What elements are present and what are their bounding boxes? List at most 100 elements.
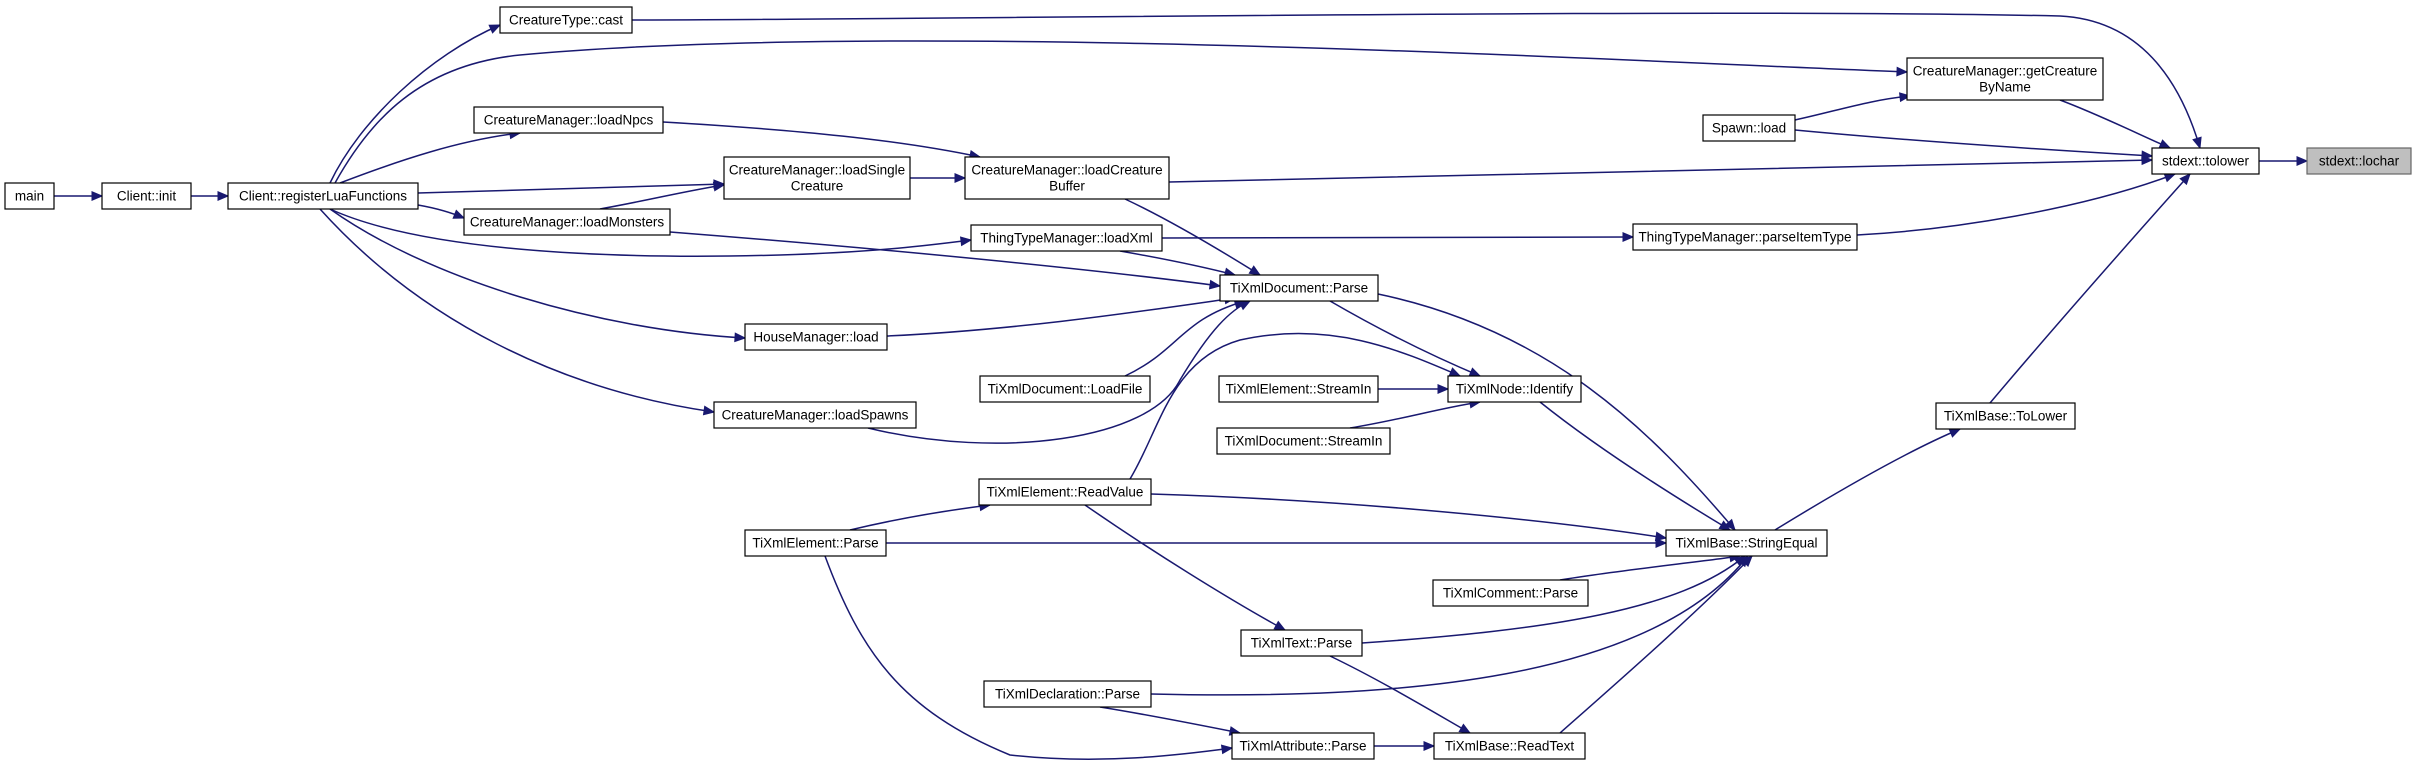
- arrowhead: [1622, 232, 1635, 242]
- edge-Spawn_load-to-CM_getCreatureByName: [1794, 92, 1912, 121]
- node-main[interactable]: main: [4, 182, 55, 210]
- node-label: ByName: [1979, 80, 2031, 95]
- edge-Client_init-to-Client_registerLuaFunctions: [191, 191, 230, 201]
- node-TXC_Parse[interactable]: TiXmlComment::Parse: [1432, 579, 1589, 607]
- edge-path: [1349, 401, 1481, 429]
- edge-path: [339, 132, 521, 184]
- node-Spawn_load[interactable]: Spawn::load: [1702, 114, 1796, 142]
- edge-path: [1161, 236, 1634, 239]
- node-box: [978, 478, 1152, 506]
- node-box: [2151, 147, 2260, 175]
- node-TXD_Parse[interactable]: TiXmlDocument::Parse: [1219, 274, 1379, 302]
- node-TXE_StreamIn[interactable]: TiXmlElement::StreamIn: [1218, 375, 1379, 403]
- node-CM_loadSpawns[interactable]: CreatureManager::loadSpawns: [713, 401, 917, 429]
- node-TXT_Parse[interactable]: TiXmlText::Parse: [1240, 629, 1363, 657]
- arrowhead: [1273, 620, 1287, 631]
- edge-path: [1084, 504, 1286, 631]
- edge-TXB_StringEqual-to-TXB_ToLower: [1774, 428, 1962, 531]
- arrowhead: [1655, 538, 1668, 548]
- arrowhead: [1448, 367, 1462, 377]
- edge-path: [1377, 293, 1736, 531]
- edge-path: [2059, 99, 2171, 149]
- node-TXE_Parse[interactable]: TiXmlElement::Parse: [744, 529, 887, 557]
- edge-TXT_Parse-to-TXB_ReadText: [1329, 655, 1472, 734]
- arrowhead: [2192, 136, 2202, 150]
- node-label: CreatureManager::loadMonsters: [470, 215, 665, 230]
- node-box: [964, 156, 1170, 200]
- edge-TXN_Identify-to-TXB_StringEqual: [1539, 401, 1732, 531]
- node-TXE_ReadValue[interactable]: TiXmlElement::ReadValue: [978, 478, 1152, 506]
- edge-CT_cast-to-tolower: [631, 12, 2202, 150]
- edge-path: [824, 555, 1233, 760]
- arrowhead: [712, 181, 726, 192]
- node-TXA_Parse[interactable]: TiXmlAttribute::Parse: [1231, 732, 1375, 760]
- node-label: TiXmlElement::Parse: [752, 536, 878, 551]
- edge-Client_registerLuaFunctions-to-TTM_loadXml: [329, 208, 973, 257]
- node-label: ThingTypeManager::loadXml: [980, 231, 1153, 246]
- edge-path: [886, 297, 1236, 337]
- edge-CM_loadSingleCreature-to-CM_loadCreatureBuffer: [910, 173, 967, 183]
- edge-TXD_StreamIn-to-TXN_Identify: [1349, 398, 1482, 429]
- node-label: Buffer: [1049, 179, 1085, 194]
- arrowhead: [2141, 155, 2154, 166]
- node-CT_cast[interactable]: CreatureType::cast: [499, 6, 633, 34]
- arrowhead: [2296, 156, 2309, 166]
- node-label: CreatureManager::getCreature: [1913, 64, 2098, 79]
- edge-path: [1119, 250, 1236, 276]
- node-TTM_parseItemType[interactable]: ThingTypeManager::parseItemType: [1632, 223, 1858, 251]
- arrowhead: [217, 191, 230, 201]
- arrowhead: [1220, 744, 1234, 755]
- node-CM_loadMonsters[interactable]: CreatureManager::loadMonsters: [463, 208, 671, 236]
- node-CM_loadNpcs[interactable]: CreatureManager::loadNpcs: [473, 106, 664, 134]
- edge-CM_loadCreatureBuffer-to-TXD_Parse: [1124, 198, 1262, 276]
- arrowhead: [2158, 139, 2172, 149]
- node-box: [1432, 579, 1589, 607]
- edge-path: [849, 504, 991, 531]
- node-Client_registerLuaFunctions[interactable]: Client::registerLuaFunctions: [227, 182, 419, 210]
- edge-TXA_Parse-to-TXB_ReadText: [1374, 741, 1436, 751]
- node-HM_load[interactable]: HouseManager::load: [744, 323, 888, 351]
- edge-path: [1794, 95, 1911, 121]
- node-box: [473, 106, 664, 134]
- edges-layer: [54, 12, 2309, 760]
- node-TXN_Identify[interactable]: TiXmlNode::Identify: [1447, 375, 1582, 403]
- edge-TXDecl_Parse-to-TXB_StringEqual: [1150, 555, 1749, 696]
- arrowhead: [1899, 92, 1912, 103]
- node-label: TiXmlText::Parse: [1251, 636, 1353, 651]
- node-TXD_StreamIn[interactable]: TiXmlDocument::StreamIn: [1216, 427, 1391, 455]
- node-Client_init[interactable]: Client::init: [101, 182, 192, 210]
- node-TXB_ReadText[interactable]: TiXmlBase::ReadText: [1433, 732, 1586, 760]
- edge-HM_load-to-TXD_Parse: [886, 294, 1237, 337]
- node-TXDecl_Parse[interactable]: TiXmlDeclaration::Parse: [983, 680, 1152, 708]
- edge-path: [669, 231, 1221, 287]
- node-box: [970, 224, 1163, 252]
- edge-TXE_Parse-to-TXE_ReadValue: [849, 501, 992, 531]
- arrowhead: [1724, 518, 1736, 531]
- node-label: TiXmlDocument::Parse: [1230, 281, 1368, 296]
- node-TXD_LoadFile[interactable]: TiXmlDocument::LoadFile: [979, 375, 1151, 403]
- edge-path: [1856, 173, 2176, 236]
- node-box: [1433, 732, 1586, 760]
- node-box: [1240, 629, 1363, 657]
- arrowhead: [1654, 531, 1668, 542]
- node-label: stdext::lochar: [2319, 154, 2400, 169]
- node-TXB_ToLower[interactable]: TiXmlBase::ToLower: [1935, 402, 2076, 430]
- node-TXB_StringEqual[interactable]: TiXmlBase::StringEqual: [1665, 529, 1828, 557]
- node-label: Client::registerLuaFunctions: [239, 189, 407, 204]
- node-box: [101, 182, 192, 210]
- node-label: CreatureManager::loadNpcs: [484, 113, 654, 128]
- edge-path: [329, 208, 972, 257]
- node-tolower[interactable]: stdext::tolower: [2151, 147, 2260, 175]
- arrowhead: [1458, 723, 1472, 734]
- edge-CM_loadCreatureBuffer-to-tolower: [1168, 155, 2154, 183]
- node-TTM_loadXml[interactable]: ThingTypeManager::loadXml: [970, 224, 1163, 252]
- edge-TXE_Parse-to-TXB_StringEqual: [885, 538, 1668, 548]
- node-box: [713, 401, 917, 429]
- edge-path: [319, 208, 715, 413]
- node-label: TiXmlNode::Identify: [1456, 382, 1574, 397]
- node-label: TiXmlAttribute::Parse: [1239, 739, 1366, 754]
